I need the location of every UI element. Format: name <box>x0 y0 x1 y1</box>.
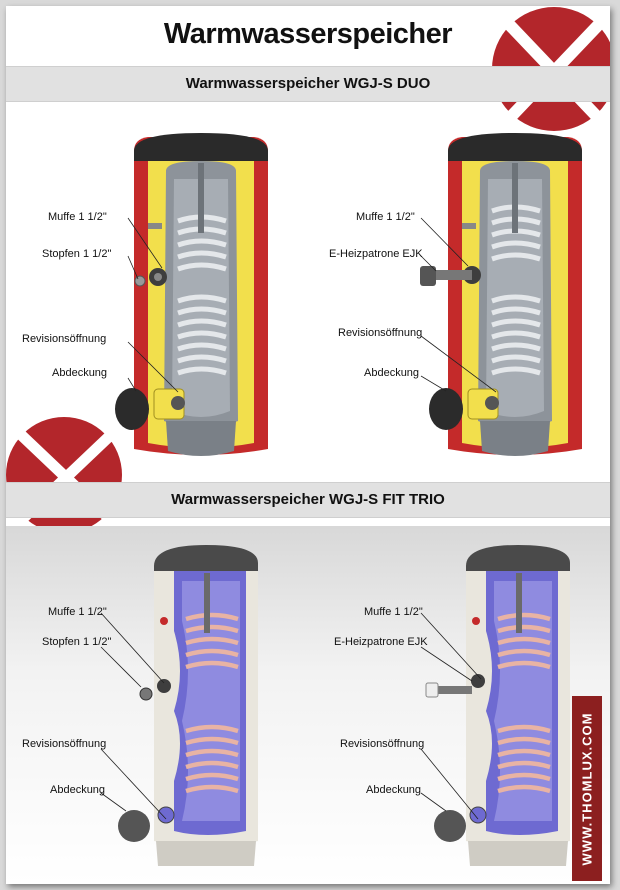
e-heizpatrone-fit <box>425 682 472 698</box>
section1-heading: Warmwasserspeicher WGJ-S DUO <box>185 75 431 92</box>
duo-right-label-eheiz: E-Heizpatrone EJK <box>329 248 423 260</box>
duo-cover-right <box>429 388 463 430</box>
fit-cover-left <box>118 810 150 842</box>
fit-right-label-muffe: Muffe 1 1/2" <box>364 606 423 618</box>
fit-tank-left-illustration <box>154 545 258 866</box>
duo-cover-left <box>115 388 149 430</box>
fit-left-label-muffe: Muffe 1 1/2" <box>48 606 107 618</box>
fit-right-label-eheiz: E-Heizpatrone EJK <box>334 636 428 648</box>
duo-right-label-muffe: Muffe 1 1/2" <box>356 211 415 223</box>
fit-left-label-stopfen: Stopfen 1 1/2" <box>42 636 112 648</box>
fit-left-label-revision: Revisionsöffnung <box>22 738 107 750</box>
duo-right-label-abdeckung: Abdeckung <box>364 367 420 379</box>
duo-right-label-revision: Revisionsöffnung <box>338 327 423 339</box>
duo-right-leader-lines <box>420 217 497 393</box>
duo-left-label-abdeckung: Abdeckung <box>52 367 108 379</box>
fit-right-label-revision: Revisionsöffnung <box>340 738 425 750</box>
fit-left-leader-lines <box>100 612 167 820</box>
duo-left-leader-lines <box>127 217 179 393</box>
duo-tank-right-illustration <box>448 133 582 456</box>
fit-cover-right <box>434 810 466 842</box>
section2-heading: Warmwasserspeicher WGJ-S FIT TRIO <box>171 491 445 508</box>
page: Warmwasserspeicher Warmwasserspeicher WG… <box>6 6 610 884</box>
fit-stopfen-left <box>139 687 153 701</box>
fit-right-leader-lines <box>420 612 482 820</box>
duo-left-label-muffe: Muffe 1 1/2" <box>48 211 107 223</box>
fit-right-label-abdeckung: Abdeckung <box>366 784 422 796</box>
e-heizpatrone-duo <box>420 266 472 286</box>
section2-heading-band: Warmwasserspeicher WGJ-S FIT TRIO <box>6 482 610 518</box>
page-title: Warmwasserspeicher <box>163 18 453 50</box>
fit-tank-right-illustration <box>466 545 570 866</box>
duo-left-label-stopfen: Stopfen 1 1/2" <box>42 248 112 260</box>
duo-left-label-revision: Revisionsöffnung <box>22 333 107 345</box>
brand-sidebar: WWW.THOMLUX.COM <box>572 696 602 881</box>
section1-heading-band: Warmwasserspeicher WGJ-S DUO <box>6 66 610 102</box>
fit-left-label-abdeckung: Abdeckung <box>50 784 106 796</box>
brand-url: WWW.THOMLUX.COM <box>579 712 595 865</box>
duo-tank-left-illustration <box>134 133 268 456</box>
